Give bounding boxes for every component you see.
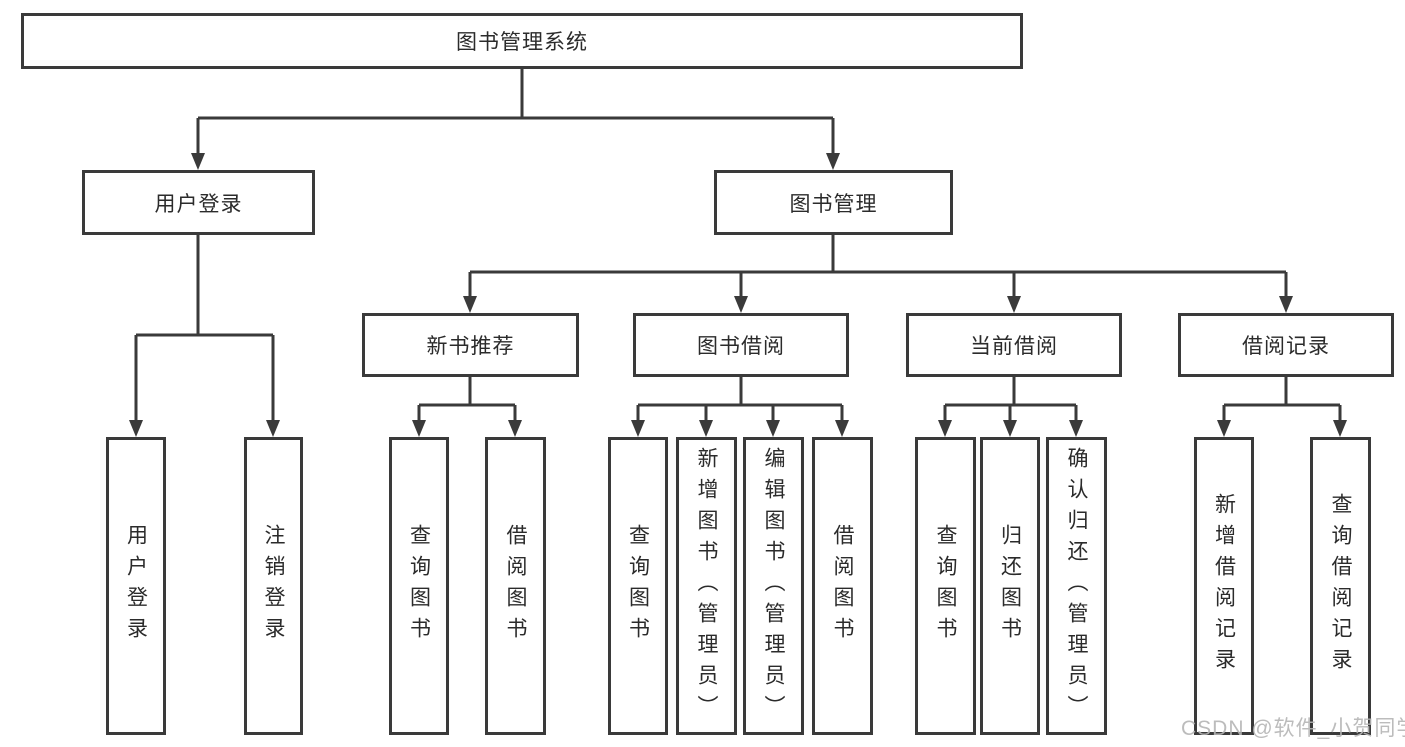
node-user-login: 用户登录 <box>82 170 315 235</box>
node-label: 注销登录 <box>262 524 285 648</box>
leaf-query-books-borrowing: 查询图书 <box>608 437 668 735</box>
leaf-add-borrow-record: 新增借阅记录 <box>1194 437 1254 735</box>
node-label: 归还图书 <box>998 524 1022 648</box>
leaf-edit-books-admin: 编辑图书（管理员） <box>743 437 804 735</box>
arrow-down-icon <box>1333 420 1347 437</box>
node-label: 用户登录 <box>154 192 243 216</box>
arrow-down-icon <box>766 420 780 437</box>
arrow-down-icon <box>1279 296 1293 313</box>
node-label: 新增图书（管理员） <box>695 446 718 726</box>
node-label: 编辑图书（管理员） <box>762 446 785 726</box>
leaf-confirm-return-admin: 确认归还（管理员） <box>1046 437 1107 735</box>
node-new-book-recommend: 新书推荐 <box>362 313 579 377</box>
node-label: 借阅图书 <box>831 524 854 648</box>
node-label: 新增借阅记录 <box>1212 493 1236 679</box>
node-label: 图书管理 <box>789 192 878 216</box>
node-system-root: 图书管理系统 <box>21 13 1023 69</box>
node-label: 新书推荐 <box>426 335 515 358</box>
arrow-down-icon <box>938 420 952 437</box>
arrow-down-icon <box>631 420 645 437</box>
node-label: 借阅记录 <box>1242 335 1330 358</box>
leaf-logout: 注销登录 <box>244 437 303 735</box>
arrow-down-icon <box>1217 420 1231 437</box>
node-label: 用户登录 <box>124 524 148 648</box>
leaf-query-books-current: 查询图书 <box>915 437 976 735</box>
node-label: 图书借阅 <box>697 335 785 358</box>
node-label: 查询图书 <box>626 524 650 648</box>
arrow-down-icon <box>734 296 748 313</box>
node-label: 图书管理系统 <box>456 31 588 54</box>
arrow-down-icon <box>508 420 522 437</box>
arrow-down-icon <box>826 153 840 170</box>
arrow-down-icon <box>129 420 143 437</box>
arrow-down-icon <box>191 153 205 170</box>
leaf-user-login: 用户登录 <box>106 437 166 735</box>
node-book-management: 图书管理 <box>714 170 953 235</box>
arrow-down-icon <box>412 420 426 437</box>
arrow-down-icon <box>463 296 477 313</box>
node-current-borrowing: 当前借阅 <box>906 313 1122 377</box>
node-label: 查询借阅记录 <box>1329 493 1352 679</box>
leaf-return-books: 归还图书 <box>980 437 1040 735</box>
leaf-borrow-books-recommend: 借阅图书 <box>485 437 546 735</box>
arrow-down-icon <box>1007 296 1021 313</box>
node-label: 查询图书 <box>934 524 957 648</box>
node-label: 借阅图书 <box>504 524 527 648</box>
leaf-query-borrow-record: 查询借阅记录 <box>1310 437 1371 735</box>
node-label: 当前借阅 <box>970 335 1058 358</box>
arrow-down-icon <box>1003 420 1017 437</box>
arrow-down-icon <box>699 420 713 437</box>
arrow-down-icon <box>266 420 280 437</box>
arrow-down-icon <box>835 420 849 437</box>
tree-edges <box>134 69 1342 423</box>
node-book-borrowing: 图书借阅 <box>633 313 849 377</box>
arrow-down-icon <box>1069 420 1083 437</box>
leaf-borrow-books-borrowing: 借阅图书 <box>812 437 873 735</box>
node-label: 确认归还（管理员） <box>1065 446 1088 726</box>
leaf-add-books-admin: 新增图书（管理员） <box>676 437 737 735</box>
watermark: CSDN @软件_小贺同学 <box>1181 717 1405 740</box>
node-label: 查询图书 <box>407 524 431 648</box>
leaf-query-books-recommend: 查询图书 <box>389 437 449 735</box>
node-borrow-records: 借阅记录 <box>1178 313 1394 377</box>
